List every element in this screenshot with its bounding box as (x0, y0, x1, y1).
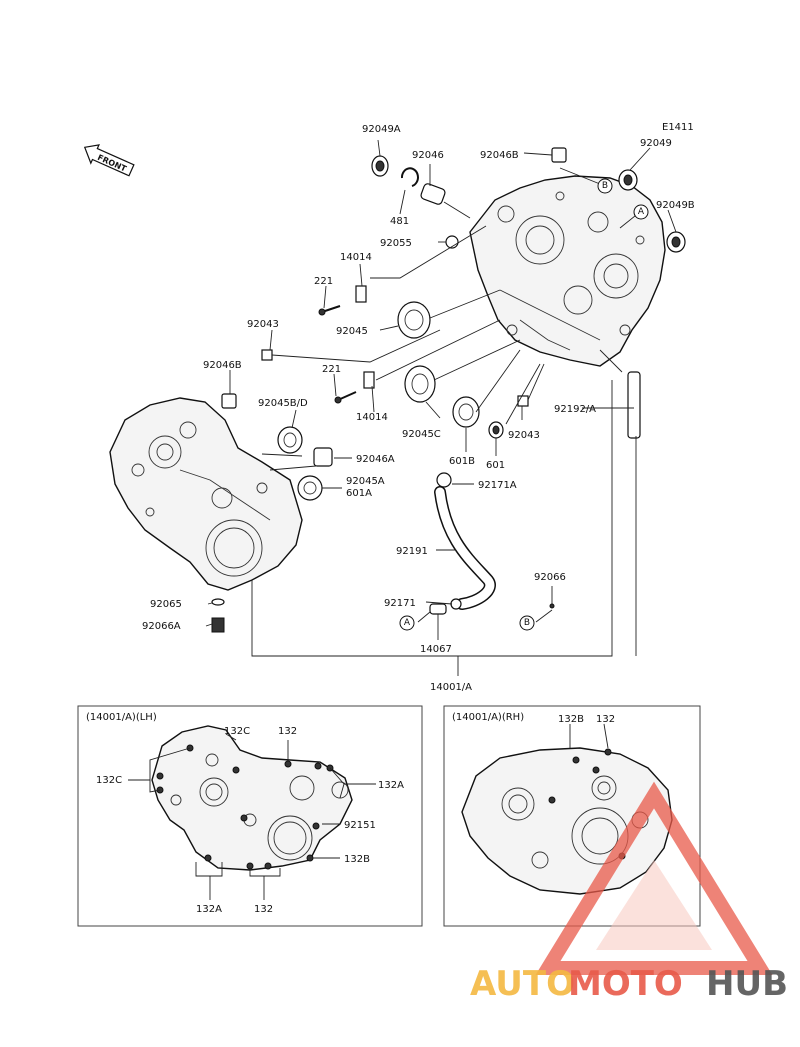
tube-92192a (627, 371, 641, 439)
label-92046b-top: 92046B (480, 150, 519, 161)
label-92045c: 92045C (402, 429, 441, 440)
ball-bearing-92045c (404, 365, 436, 403)
label-92045: 92045 (336, 326, 368, 337)
clamp-92171 (450, 598, 462, 610)
ball-bearing-92045 (397, 301, 431, 339)
dowel-pin-92043-left (261, 349, 273, 361)
callout-a-top: A (633, 204, 649, 220)
rh-label-132: 132 (596, 714, 615, 725)
label-221-mid: 221 (322, 364, 341, 375)
lh-label-132-bottom: 132 (254, 904, 273, 915)
circlip-481 (400, 167, 419, 187)
label-92191: 92191 (396, 546, 428, 557)
label-14014-top: 14014 (340, 252, 372, 263)
callout-b-bottom: B (519, 615, 535, 631)
bearing-92046b-top (551, 147, 567, 163)
watermark-text-auto: AUTO (470, 964, 575, 1004)
label-92045a: 92045A (346, 476, 385, 487)
label-92066a: 92066A (142, 621, 181, 632)
lh-label-132a-right: 132A (378, 780, 404, 791)
label-601b: 601B (449, 456, 475, 467)
label-92192a: 92192/A (554, 404, 596, 415)
label-481: 481 (390, 216, 409, 227)
ball-bearing-92045a (297, 475, 323, 501)
fitting-14067 (429, 603, 447, 615)
right-crankcase-half (469, 175, 666, 367)
label-92049a: 92049A (362, 124, 401, 135)
ball-bearing-92045bd (277, 426, 303, 454)
lh-crankcase-panel: (14001/A)(LH) (77, 705, 423, 927)
rh-panel-title: (14001/A)(RH) (452, 712, 524, 723)
svg-text:B: B (524, 618, 530, 628)
left-crankcase-half (109, 397, 303, 591)
svg-text:A: A (404, 618, 411, 628)
lh-label-132-top: 132 (278, 726, 297, 737)
dowel-pin-92043-right (517, 395, 529, 407)
lh-label-92151: 92151 (344, 820, 376, 831)
label-92171: 92171 (384, 598, 416, 609)
needle-bearing-92046a (313, 447, 333, 467)
bearing-601b (452, 396, 480, 428)
svg-text:A: A (638, 207, 645, 217)
watermark-text-hub: HUB (706, 964, 788, 1004)
label-601a: 601A (346, 488, 372, 499)
rh-label-132b: 132B (558, 714, 584, 725)
label-92043-right: 92043 (508, 430, 540, 441)
lh-label-132a-bottom: 132A (196, 904, 222, 915)
rh-bolt-heads (548, 748, 626, 860)
needle-bearing-92046 (420, 183, 446, 205)
plug-92066a (211, 617, 225, 633)
lh-label-132c-left: 132C (96, 775, 122, 786)
label-92055: 92055 (380, 238, 412, 249)
label-92046a: 92046A (356, 454, 395, 465)
label-92049: 92049 (640, 138, 672, 149)
label-601: 601 (486, 460, 505, 471)
label-14067: 14067 (420, 644, 452, 655)
diagram-code: E1411 (662, 122, 694, 133)
automotohub-watermark-logo: AUTO MOTO HUB (470, 781, 788, 1004)
label-92045bd: 92045B/D (258, 398, 308, 409)
bearing-92046b-left (221, 393, 237, 409)
front-arrow-icon: FRONT (83, 144, 135, 177)
washer-92065 (211, 598, 225, 606)
plate-14014-mid (363, 371, 375, 389)
label-14001a: 14001/A (430, 682, 472, 693)
label-92046b-left: 92046B (203, 360, 242, 371)
lh-label-132b: 132B (344, 854, 370, 865)
label-92049b: 92049B (656, 200, 695, 211)
plate-14014-top (355, 285, 367, 303)
callout-b-top: B (597, 178, 613, 194)
plug-92066 (549, 603, 555, 609)
label-14014-mid: 14014 (356, 412, 388, 423)
label-92046: 92046 (412, 150, 444, 161)
label-92043-left: 92043 (247, 319, 279, 330)
label-92171a: 92171A (478, 480, 517, 491)
label-92066: 92066 (534, 572, 566, 583)
lh-label-132c-top: 132C (224, 726, 250, 737)
lh-panel-title: (14001/A)(LH) (86, 712, 157, 723)
watermark-text-moto: MOTO (568, 964, 683, 1004)
clamp-92171a (436, 472, 452, 488)
svg-text:B: B (602, 181, 608, 191)
callout-a-bottom: A (399, 615, 415, 631)
label-221-top: 221 (314, 276, 333, 287)
leader-lines (205, 139, 677, 676)
label-92065: 92065 (150, 599, 182, 610)
